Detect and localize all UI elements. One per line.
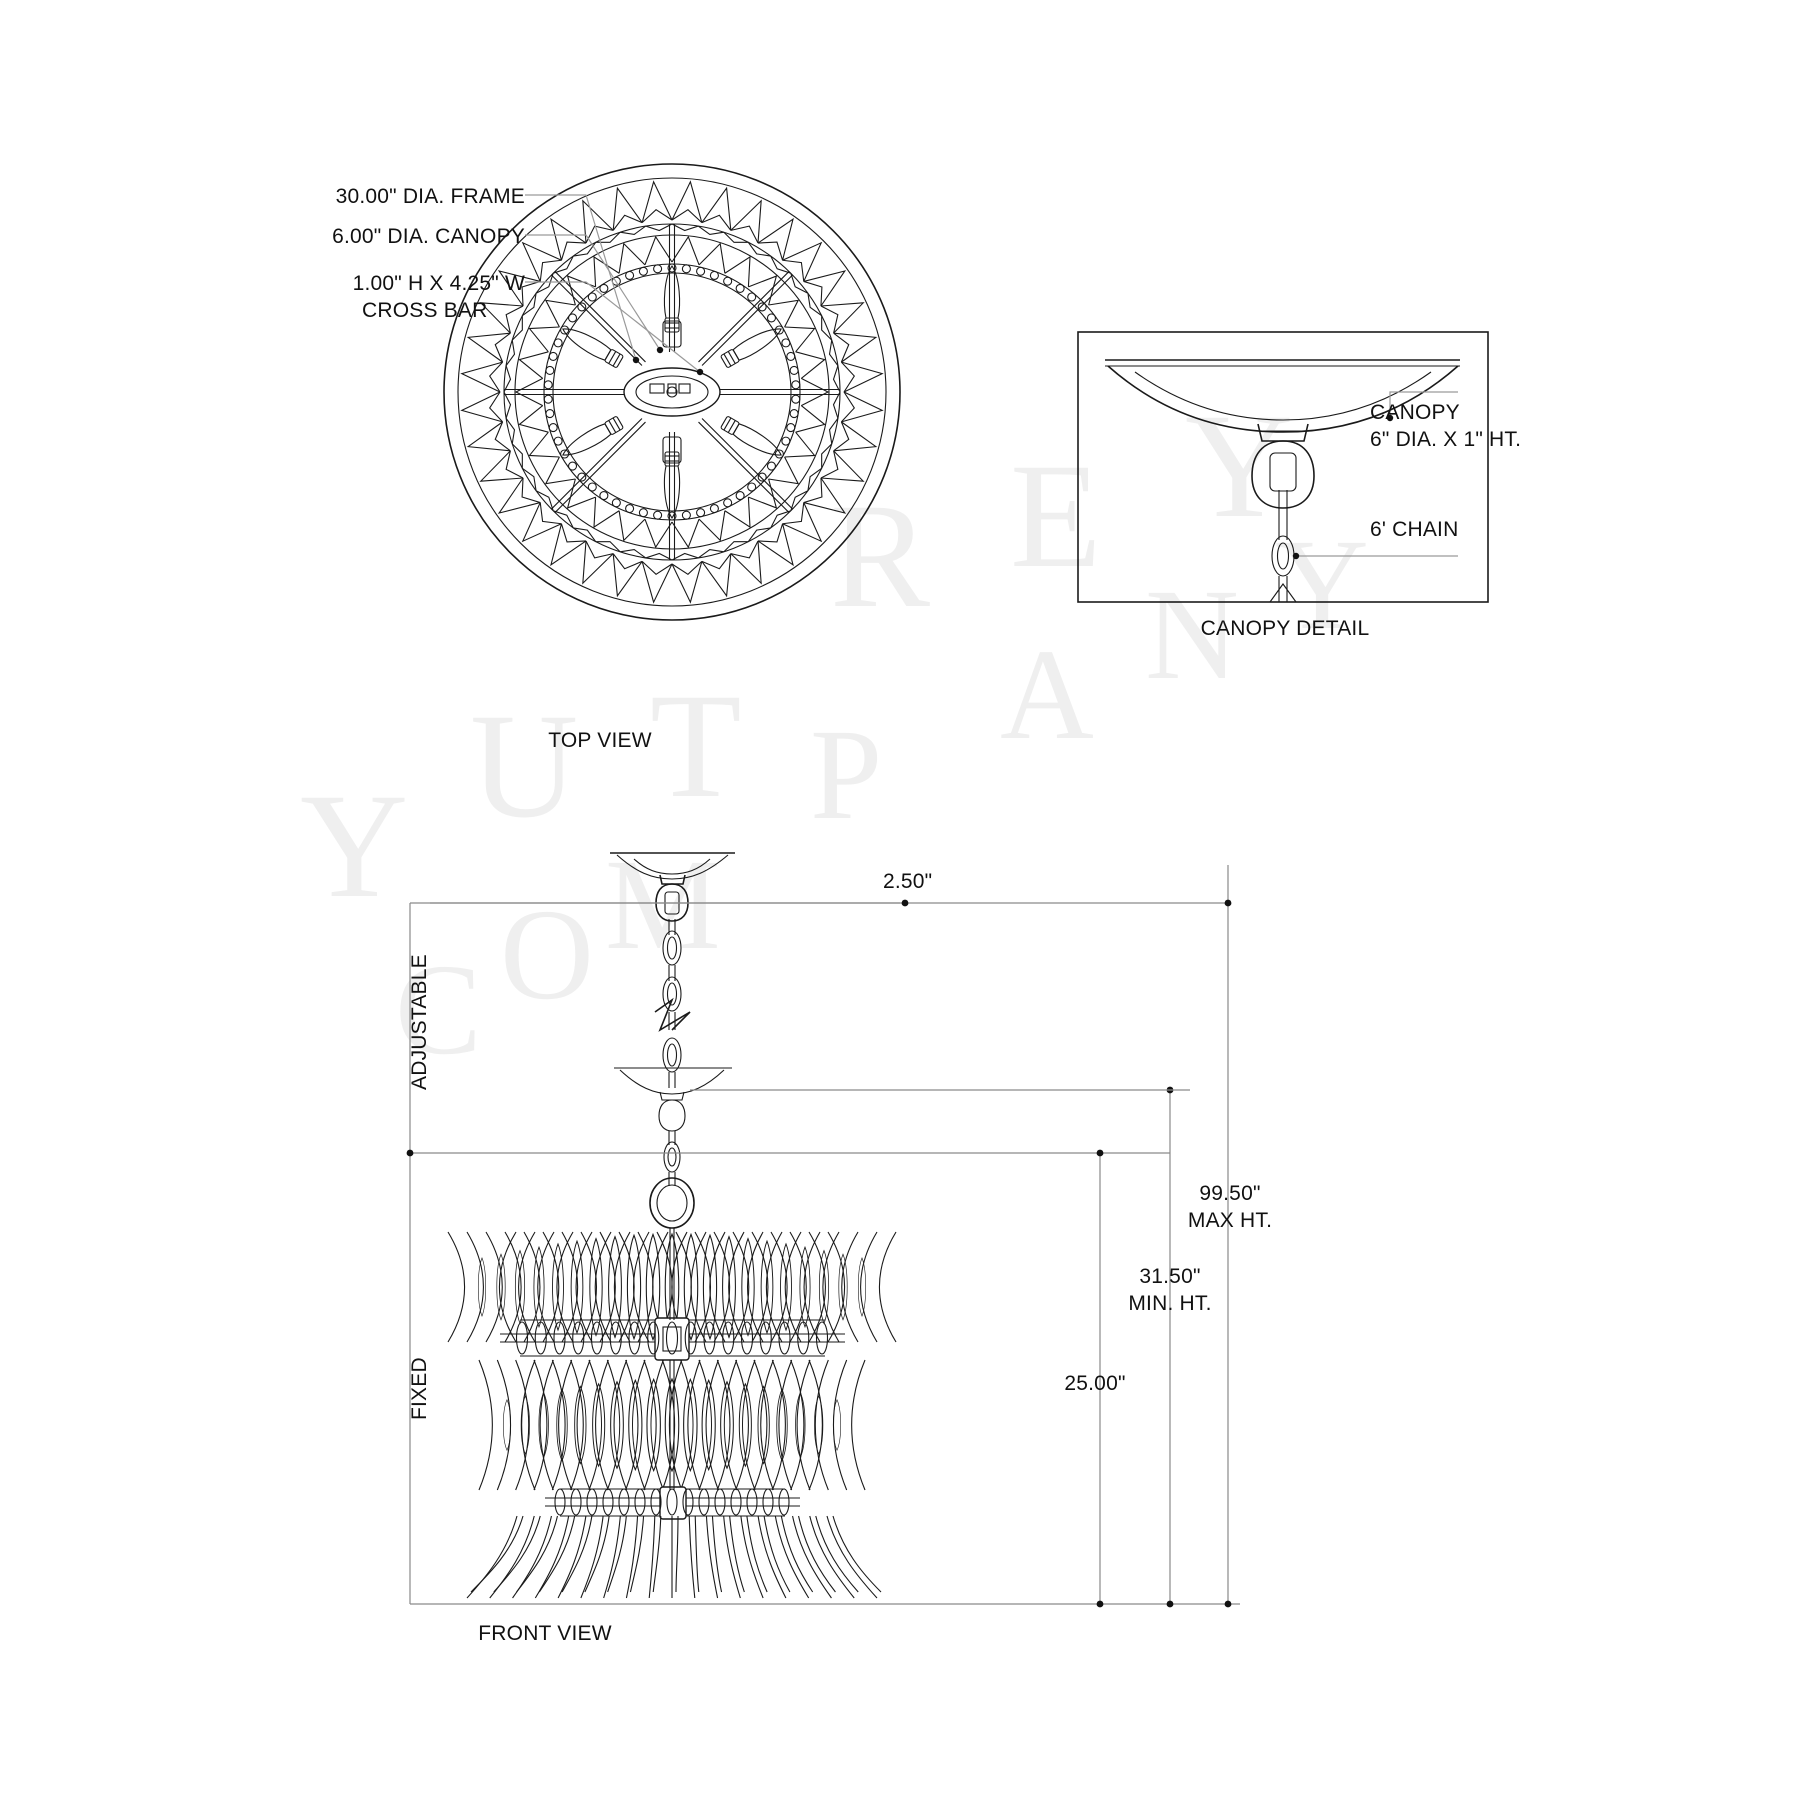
front-view-title: FRONT VIEW [478, 1622, 612, 1645]
callout-frame-diameter: 30.00" DIA. FRAME [335, 185, 525, 208]
dimension-max-height-caption: MAX HT. [1187, 1209, 1273, 1232]
dimension-drop-offset: 2.50" [883, 870, 933, 893]
dimension-min-height-value: 31.50" [1139, 1265, 1201, 1288]
canopy-detail-title: CANOPY DETAIL [1200, 617, 1370, 640]
extent-label-adjustable: ADJUSTABLE [408, 954, 431, 1090]
callout-cross-bar-size: 1.00" H X 4.25" W [352, 272, 525, 295]
top-view-leaders [525, 194, 704, 376]
callout-cross-bar-name: CROSS BAR [362, 299, 488, 322]
dimension-max-height-value: 99.50" [1199, 1182, 1261, 1205]
front-view-geometry [447, 852, 897, 1599]
canopy-detail-chain-label: 6' CHAIN [1370, 518, 1459, 541]
callout-canopy-diameter: 6.00" DIA. CANOPY [332, 225, 525, 248]
top-view-title: TOP VIEW [548, 729, 652, 752]
canopy-detail-canopy-label: CANOPY [1370, 401, 1460, 424]
dimension-lines [406, 865, 1240, 1608]
extent-label-fixed: FIXED [408, 1357, 431, 1420]
dimension-fixture-height: 25.00" [1064, 1372, 1126, 1395]
top-view-geometry [443, 163, 901, 621]
canopy-detail-canopy-size: 6" DIA. X 1" HT. [1370, 428, 1522, 451]
canopy-detail-geometry [1077, 331, 1489, 603]
dimension-min-height-caption: MIN. HT. [1128, 1292, 1212, 1315]
